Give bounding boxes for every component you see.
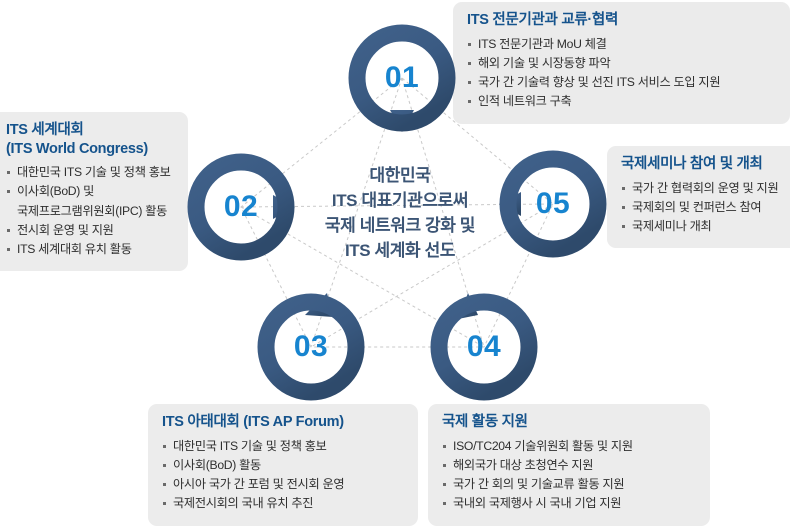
panel-01-list: ITS 전문기관과 MoU 체결 해외 기술 및 시장동향 파악 국가 간 기술… bbox=[467, 35, 776, 112]
list-item: 이사회(BoD) 활동 bbox=[162, 456, 404, 475]
node-03-number: 03 bbox=[293, 330, 329, 363]
panel-04-title: 국제 활동 지원 bbox=[442, 414, 528, 430]
list-item: 국가 간 협력회의 운영 및 지원 bbox=[621, 179, 784, 198]
panel-05-list: 국가 간 협력회의 운영 및 지원 국제회의 및 컨퍼런스 참여 국제세미나 개… bbox=[621, 179, 784, 237]
panel-04: 국제 활동 지원 ISO/TC204 기술위원회 활동 및 지원 해외국가 대상… bbox=[428, 404, 710, 526]
panel-03: ITS 아태대회 (ITS AP Forum) 대한민국 ITS 기술 및 정책… bbox=[148, 404, 418, 526]
panel-04-list: ISO/TC204 기술위원회 활동 및 지원 해외국가 대상 초청연수 지원 … bbox=[442, 437, 696, 514]
node-01[interactable]: 01 bbox=[346, 22, 458, 134]
panel-02: ITS 세계대회 (ITS World Congress) 대한민국 ITS 기… bbox=[0, 112, 188, 272]
list-item: 전시회 운영 및 지원 bbox=[6, 221, 174, 240]
list-item: 국제세미나 개최 bbox=[621, 217, 784, 236]
list-item: ISO/TC204 기술위원회 활동 및 지원 bbox=[442, 437, 696, 456]
center-statement: 대한민국 ITS 대표기관으로써 국제 네트워크 강화 및 ITS 세계화 선도 bbox=[324, 166, 476, 261]
list-item: 국제회의 및 컨퍼런스 참여 bbox=[621, 198, 784, 217]
panel-01-title: ITS 전문기관과 교류·협력 bbox=[467, 12, 619, 28]
node-02[interactable]: 02 bbox=[185, 151, 297, 263]
list-item: 인적 네트워크 구축 bbox=[467, 92, 776, 111]
list-item: 대한민국 ITS 기술 및 정책 홍보 bbox=[6, 163, 174, 182]
node-02-number: 02 bbox=[223, 190, 259, 223]
list-item: 아시아 국가 간 포럼 및 전시회 운영 bbox=[162, 475, 404, 494]
list-item: 국가 간 기술력 향상 및 선진 ITS 서비스 도입 지원 bbox=[467, 73, 776, 92]
list-item: 국가 간 회의 및 기술교류 활동 지원 bbox=[442, 475, 696, 494]
ring-icon bbox=[499, 150, 607, 258]
list-item: 해외 기술 및 시장동향 파악 bbox=[467, 54, 776, 73]
ring-icon bbox=[257, 293, 365, 401]
list-item: 국내외 국제행사 시 국내 기업 지원 bbox=[442, 494, 696, 513]
list-item: 해외국가 대상 초청연수 지원 bbox=[442, 456, 696, 475]
node-04-number: 04 bbox=[466, 330, 502, 363]
panel-02-title: ITS 세계대회 (ITS World Congress) bbox=[6, 122, 148, 157]
panel-03-list: 대한민국 ITS 기술 및 정책 홍보 이사회(BoD) 활동 아시아 국가 간… bbox=[162, 437, 404, 514]
panel-05-title: 국제세미나 참여 및 개최 bbox=[621, 156, 763, 172]
list-item: ITS 전문기관과 MoU 체결 bbox=[467, 35, 776, 54]
ring-icon bbox=[187, 153, 295, 261]
panel-01: ITS 전문기관과 교류·협력 ITS 전문기관과 MoU 체결 해외 기술 및… bbox=[453, 2, 790, 124]
panel-03-title: ITS 아태대회 (ITS AP Forum) bbox=[162, 414, 344, 430]
ring-icon bbox=[348, 24, 456, 132]
node-04[interactable]: 04 bbox=[428, 291, 540, 403]
list-item: 국제전시회의 국내 유치 추진 bbox=[162, 494, 404, 513]
panel-05: 국제세미나 참여 및 개최 국가 간 협력회의 운영 및 지원 국제회의 및 컨… bbox=[607, 146, 790, 249]
list-item: 이사회(BoD) 및 국제프로그램위원회(IPC) 활동 bbox=[6, 182, 174, 221]
node-01-number: 01 bbox=[384, 61, 420, 94]
list-item: ITS 세계대회 유치 활동 bbox=[6, 240, 174, 259]
list-item: 대한민국 ITS 기술 및 정책 홍보 bbox=[162, 437, 404, 456]
panel-02-list: 대한민국 ITS 기술 및 정책 홍보 이사회(BoD) 및 국제프로그램위원회… bbox=[6, 163, 174, 259]
node-05-number: 05 bbox=[535, 187, 571, 220]
ring-icon bbox=[430, 293, 538, 401]
node-05[interactable]: 05 bbox=[497, 148, 609, 260]
node-03[interactable]: 03 bbox=[255, 291, 367, 403]
